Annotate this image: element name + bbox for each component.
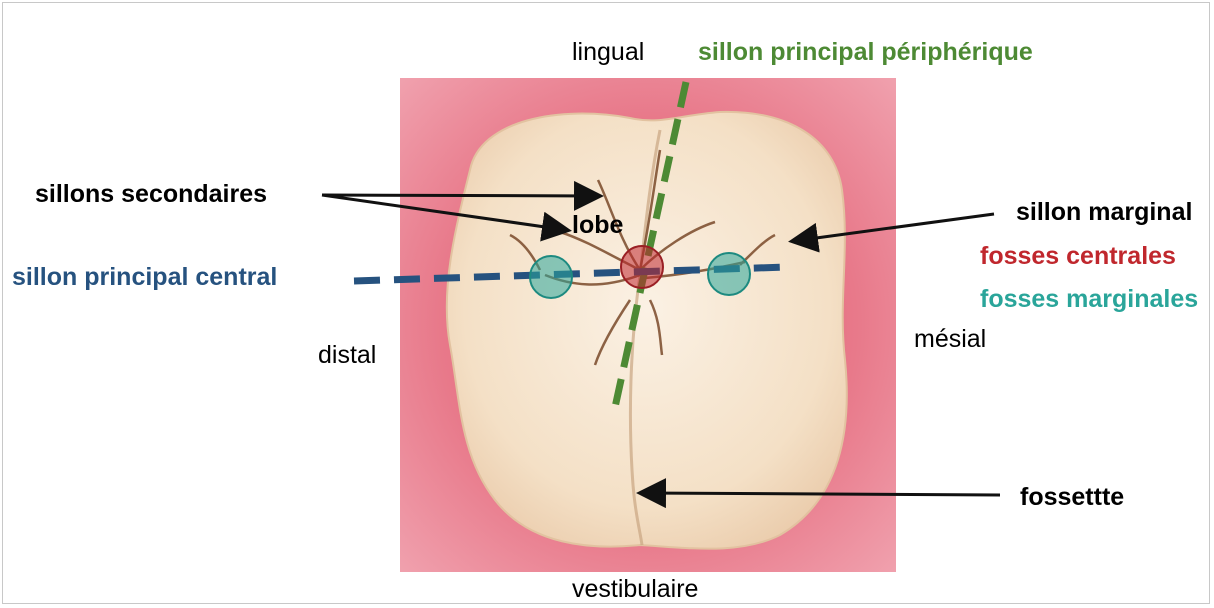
label-central-fossae: fosses centrales [980,244,1176,269]
label-secondary-grooves: sillons secondaires [35,182,267,207]
label-central-groove: sillon principal central [12,265,277,290]
label-lingual: lingual [572,40,644,65]
tooth-crown [447,112,847,549]
label-vestibular: vestibulaire [572,577,698,602]
arrow-secondary-1 [322,195,598,196]
label-peripheral-groove: sillon principal périphérique [698,40,1033,65]
label-marginal-groove: sillon marginal [1016,200,1192,225]
label-fossette: fossettte [1020,485,1124,510]
arrow-fossette [642,493,1000,495]
label-lobe: lobe [572,213,623,238]
marginal-fossa-distal [530,256,572,298]
label-distal: distal [318,343,376,368]
label-mesial: mésial [914,327,986,352]
label-marginal-fossae: fosses marginales [980,287,1198,312]
marginal-fossa-mesial [708,253,750,295]
central-fossa [621,246,663,288]
